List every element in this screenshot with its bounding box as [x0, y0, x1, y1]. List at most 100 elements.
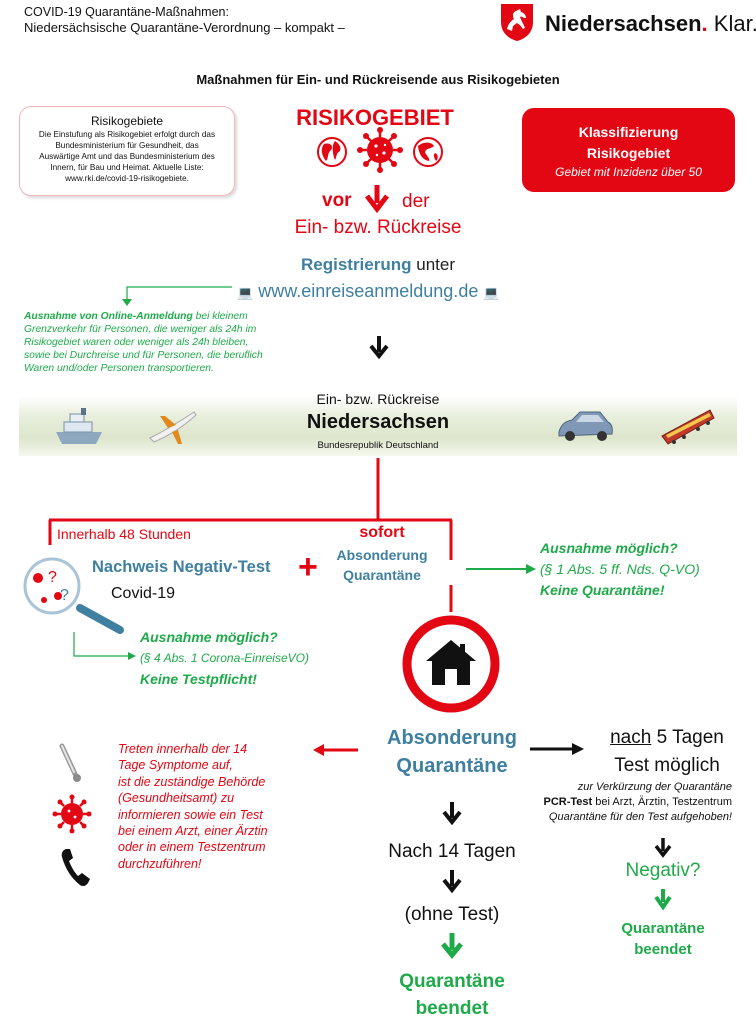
plus-sign: + — [298, 548, 318, 586]
before-vor: vor — [322, 190, 352, 211]
globe-icon — [413, 137, 443, 167]
exception-test-line2: (§ 4 Abs. 1 Corona-EinreiseVO) — [140, 651, 309, 665]
within-48-hours: Innerhalb 48 Stunden — [57, 526, 191, 542]
brand-dot: . — [701, 11, 708, 36]
immediately-line3: Quarantäne — [343, 567, 421, 583]
classification-line2: Risikogebiet — [586, 145, 671, 161]
arrow-down-icon — [442, 870, 462, 894]
exception-test-line3: Keine Testpflicht! — [140, 671, 257, 687]
brand-name: Niedersachsen — [545, 11, 702, 36]
quarantine-center-line1: Absonderung — [387, 727, 517, 749]
train-icon — [661, 409, 715, 445]
exception-test-connector — [73, 632, 136, 660]
brand-suffix: Klar. — [713, 11, 756, 36]
after5-line1: nach 5 Tagen — [594, 724, 740, 752]
after14-line1: Nach 14 Tagen — [388, 841, 516, 862]
exception-right-line3: Keine Quarantäne! — [540, 582, 665, 598]
exception-test: Ausnahme möglich? (§ 4 Abs. 1 Corona-Ein… — [140, 627, 309, 690]
svg-text:?: ? — [48, 569, 57, 586]
after5-ended1: Quarantäne — [621, 920, 705, 937]
airplane-icon — [149, 411, 197, 444]
arrow-down-icon — [654, 889, 672, 911]
exception-connector — [122, 286, 232, 306]
immediately-block: sofort Absonderung Quarantäne — [320, 523, 444, 585]
quarantine-center-line2: Quarantäne — [396, 755, 508, 777]
after5-line2: Test möglich — [614, 755, 720, 776]
header-title-line2: Niedersächsische Quarantäne-Verordnung –… — [24, 20, 345, 35]
arrow-left-icon — [313, 744, 358, 756]
info-box-title: Risikogebiete — [90, 114, 164, 128]
online-exception-bold: Ausnahme von Online-Anmeldung — [24, 311, 193, 322]
arrow-down-icon — [369, 336, 389, 360]
registration-url[interactable]: www.einreiseanmeldung.de — [258, 281, 479, 301]
after5-note1: zur Verkürzung der Quarantäne — [577, 781, 732, 793]
entry-band-line1: Ein- bzw. Rückreise — [316, 391, 440, 407]
online-exception: Ausnahme von Online-Anmeldung bei kleine… — [24, 310, 304, 375]
thermometer-icon — [59, 743, 81, 782]
after5-note2-rest: bei Arzt, Ärztin, Testzentrum — [595, 796, 732, 808]
classification-line3: Gebiet mit Inzidenz über 50 — [555, 165, 702, 179]
magnifier-icon: ? ? — [23, 557, 124, 634]
quarantine-center: Absonderung Quarantäne — [374, 724, 530, 780]
classification-line1: Klassifizierung — [578, 124, 679, 140]
exception-right-line2: (§ 1 Abs. 5 ff. Nds. Q-VO) — [540, 561, 700, 577]
symptoms-text: Treten innerhalb der 14 Tage Symptome au… — [118, 742, 268, 871]
immediately-sofort: sofort — [359, 524, 405, 541]
arrow-down-icon — [365, 185, 389, 214]
laptop-icon: 💻 — [237, 285, 254, 300]
exception-right-line1: Ausnahme möglich? — [540, 540, 678, 556]
after5-ended2: beendet — [634, 941, 692, 958]
after14-line2: (ohne Test) — [404, 904, 500, 925]
car-icon — [558, 411, 613, 441]
laptop-icon: 💻 — [483, 285, 500, 300]
svg-text:?: ? — [60, 587, 69, 604]
arrow-down-icon — [654, 838, 672, 858]
risk-area-icons — [317, 127, 443, 173]
arrow-right-icon — [530, 743, 584, 755]
after14-ended2: beendet — [415, 998, 489, 1019]
after5-block: nach 5 Tagen Test möglich — [594, 724, 740, 780]
after5-rest: 5 Tagen — [656, 727, 724, 748]
brand-logo — [499, 2, 535, 42]
info-box-risk-areas: Risikogebiete Die Einstufung als Risikog… — [19, 106, 235, 196]
arrow-down-icon — [441, 933, 463, 959]
immediately-line2: Absonderung — [336, 547, 428, 563]
ship-icon — [56, 408, 102, 444]
arrow-down-icon — [442, 802, 462, 826]
virus-icon — [52, 794, 92, 834]
after5-negativ: Negativ? — [625, 860, 701, 881]
phone-icon — [61, 849, 90, 887]
registration-rest: unter — [416, 255, 455, 274]
after5-note3: Quarantäne für den Test aufgehoben! — [548, 811, 732, 823]
after14-ended: Quarantäne beendet — [370, 968, 534, 1022]
page-headline: Maßnahmen für Ein- und Rückreisende aus … — [196, 72, 560, 87]
entry-band — [19, 396, 737, 456]
exception-test-line1: Ausnahme möglich? — [140, 629, 278, 645]
info-box-text: Die Einstufung als Risikogebiet erfolgt … — [38, 130, 216, 183]
house-icon — [402, 615, 500, 713]
registration-url-line: 💻 www.einreiseanmeldung.de 💻 — [237, 281, 500, 302]
header-title-line1: COVID-19 Quarantäne-Maßnahmen: — [24, 5, 229, 19]
brand-wordmark: Niedersachsen. Klar. — [545, 11, 756, 37]
globe-icon — [317, 137, 347, 167]
negative-test-line2: Covid-19 — [111, 585, 176, 602]
horse-logo-icon — [501, 4, 533, 41]
negative-test-line1: Nachweis Negativ-Test — [92, 558, 271, 576]
after5-ended: Quarantäne beendet — [600, 918, 726, 960]
after5-nach: nach — [610, 727, 652, 748]
arrow-right-icon — [466, 564, 536, 574]
classification-box: Klassifizierung Risikogebiet Gebiet mit … — [522, 108, 735, 192]
header-title: COVID-19 Quarantäne-Maßnahmen: Niedersäc… — [24, 4, 345, 36]
risk-area-title: RISIKOGEBIET — [296, 105, 454, 130]
entry-band-line2: Niedersachsen — [306, 411, 450, 433]
after5-note2-bold: PCR-Test — [543, 796, 593, 808]
before-travel-line2: Ein- bzw. Rückreise — [294, 217, 462, 238]
online-exception-text: bei kleinem Grenzverkehr für Personen, d… — [24, 311, 263, 374]
registration-bold: Registrierung — [300, 255, 412, 274]
entry-band-line3: Bundesrepublik Deutschland — [317, 440, 439, 451]
exception-right: Ausnahme möglich? (§ 1 Abs. 5 ff. Nds. Q… — [540, 538, 700, 601]
after14-ended1: Quarantäne — [399, 971, 505, 992]
virus-icon — [357, 127, 403, 173]
after5-note: zur Verkürzung der Quarantäne PCR-Test b… — [470, 780, 732, 825]
